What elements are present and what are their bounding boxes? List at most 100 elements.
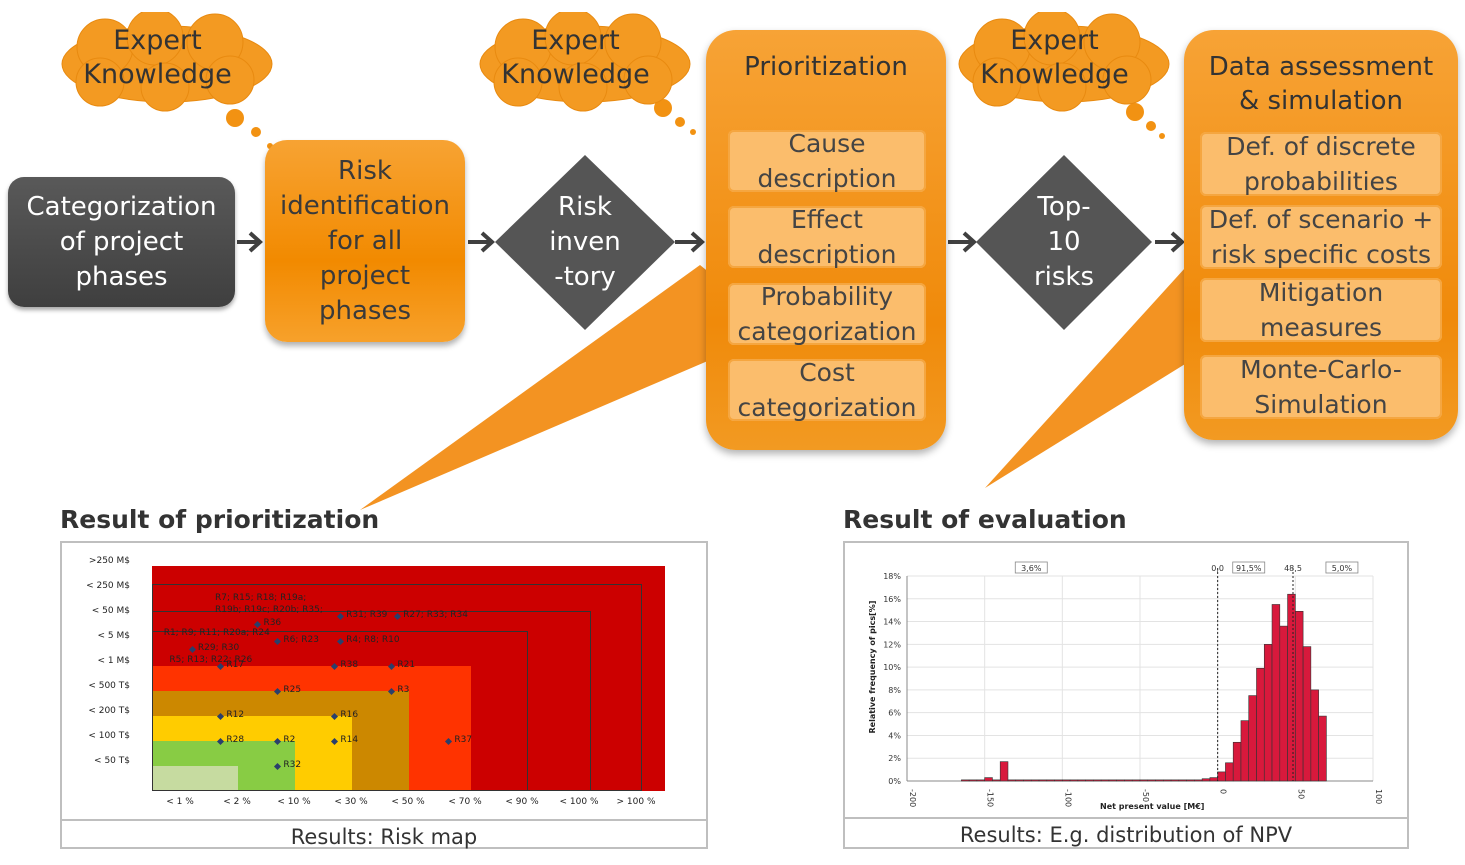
histogram-bar: [1054, 779, 1063, 782]
histogram-bar: [1263, 644, 1273, 782]
riskmap-y-label: < 50 M$: [91, 606, 130, 616]
histogram-bar: [999, 761, 1009, 782]
riskmap-risk-label: R6; R23: [283, 635, 319, 645]
riskmap-risk-label: R32: [283, 760, 302, 770]
riskmap-risk-label: R21: [397, 660, 416, 670]
riskmap-y-label: < 50 T$: [94, 756, 130, 766]
top10-line1: Top-: [1037, 192, 1091, 222]
x-tick-label: -100: [1063, 789, 1072, 807]
probability-line1: Probability: [760, 282, 894, 311]
cloud-3-line1: Expert: [1010, 25, 1099, 56]
histogram-bar: [1217, 771, 1226, 782]
y-tick-label: 16%: [883, 595, 901, 604]
riskmap-caption: Results: Risk map: [62, 819, 706, 849]
histogram-bar: [1302, 646, 1312, 782]
prioritization-item-effect: Effect description: [728, 205, 926, 269]
riskmap-risk-label: R14: [340, 735, 359, 745]
mitigation-line2: measures: [1259, 313, 1383, 342]
riskmap-y-label: >250 M$: [88, 556, 130, 566]
riskmap-risk-label: R7; R15; R18; R19a;: [215, 592, 307, 603]
inventory-line3: -tory: [554, 262, 616, 292]
histogram-bar: [1318, 715, 1327, 782]
assessment-item-montecarlo: Monte-Carlo- Simulation: [1200, 355, 1442, 419]
riskmap-y-label: < 5 M$: [97, 631, 130, 641]
prioritization-title: Prioritization: [744, 52, 908, 82]
mitigation-line1: Mitigation: [1258, 278, 1384, 307]
top10-line3: risks: [1033, 262, 1095, 292]
histogram-bar: [1023, 779, 1032, 782]
riskmap: >250 M$ < 250 M$ < 50 M$ < 5 M$ < 1 M$ < 500 …: [62, 543, 706, 819]
riskmap-zone: [152, 766, 238, 791]
cause-line2: description: [757, 164, 897, 193]
histogram-bar: [1124, 779, 1133, 782]
cause-line1: Cause: [788, 129, 866, 158]
categorization-box: Categorization of project phases: [8, 177, 235, 307]
histogram-bar: [1030, 779, 1040, 782]
riskmap-risk-label: R17: [226, 660, 245, 670]
histogram-bar: [1310, 689, 1319, 782]
scenario-line2: risk specific costs: [1211, 240, 1431, 269]
prioritization-item-probability: Probability categorization: [728, 282, 926, 346]
cloud-3-label: Expert Knowledge: [952, 24, 1157, 92]
histogram-bar: [1248, 695, 1257, 782]
histogram-bar: [1287, 593, 1296, 782]
histogram-bar: [1116, 779, 1125, 782]
y-tick-label: 12%: [883, 640, 901, 649]
histogram-bar: [1201, 778, 1211, 782]
riskmap-y-label: < 250 M$: [86, 581, 130, 591]
annotation-label: 5,0%: [1332, 564, 1353, 573]
riskmap-risk-label: R38: [340, 660, 359, 670]
flow-arrows: [237, 231, 1185, 253]
cost-line1: Cost: [799, 358, 855, 387]
histogram-bar: [1007, 779, 1017, 782]
annotation-label: 0,0: [1211, 564, 1224, 573]
riskmap-x-label: < 10 %: [277, 797, 311, 807]
effect-line2: description: [757, 240, 897, 269]
histogram-bar: [1240, 720, 1250, 782]
histogram-bar: [1186, 779, 1195, 782]
histogram-bar: [984, 777, 993, 782]
npv-frame: 0%2%4%6%8%10%12%14%16%18%-200-150-100-50…: [843, 541, 1409, 849]
assessment-title: Data assessment & simulation: [1184, 50, 1458, 118]
effect-line1: Effect: [791, 205, 863, 234]
histogram-bar: [1295, 611, 1304, 782]
annotation-label: 91,5%: [1236, 564, 1262, 573]
prioritization-panel: Prioritization Cause description Effect …: [706, 30, 946, 450]
identification-line1: Risk: [338, 155, 392, 186]
annotation-box: [1014, 561, 1048, 574]
x-tick-label: -50: [1141, 789, 1150, 802]
categorization-line1: Categorization: [26, 191, 217, 222]
y-tick-label: 8%: [888, 686, 901, 695]
x-axis-title: Net present value [M€]: [1100, 802, 1204, 811]
histogram-bar: [968, 779, 978, 782]
riskmap-x-label: < 90 %: [505, 797, 539, 807]
riskmap-risk-label: R28: [226, 735, 245, 745]
identification-line4: project: [319, 260, 411, 291]
riskmap-risk-label: R25: [283, 685, 302, 695]
histogram-bar: [1209, 777, 1218, 782]
histogram-bar: [1194, 779, 1203, 782]
riskmap-x-label: < 50 %: [391, 797, 425, 807]
top10-label: Top- 10 risks: [1004, 190, 1124, 295]
identification-line2: identification: [279, 190, 451, 221]
riskmap-risk-label: R16: [340, 710, 359, 720]
riskmap-x-label: < 2 %: [223, 797, 251, 807]
cloud-2-line2: Knowledge: [501, 59, 650, 90]
identification-line3: for all: [327, 225, 403, 256]
histogram-bar: [1225, 762, 1234, 782]
riskmap-x-label: < 1 %: [166, 797, 194, 807]
histogram-bar: [1279, 625, 1288, 782]
histogram-bar: [1069, 779, 1079, 782]
riskmap-y-label: < 1 M$: [97, 656, 130, 666]
annotation-box: [1232, 561, 1266, 574]
riskmap-risk-label: R37: [454, 735, 473, 745]
histogram-bar: [1162, 779, 1172, 782]
risk-inventory-label: Risk inven -tory: [525, 190, 645, 295]
prioritization-item-cause: Cause description: [728, 129, 926, 193]
inventory-line1: Risk: [558, 192, 612, 222]
assessment-panel: Data assessment & simulation Def. of dis…: [1184, 30, 1458, 440]
riskmap-x-label: < 100 %: [559, 797, 599, 807]
histogram-bar: [1170, 779, 1180, 782]
cloud-1-label: Expert Knowledge: [55, 24, 260, 92]
riskmap-y-label: < 500 T$: [88, 681, 130, 691]
